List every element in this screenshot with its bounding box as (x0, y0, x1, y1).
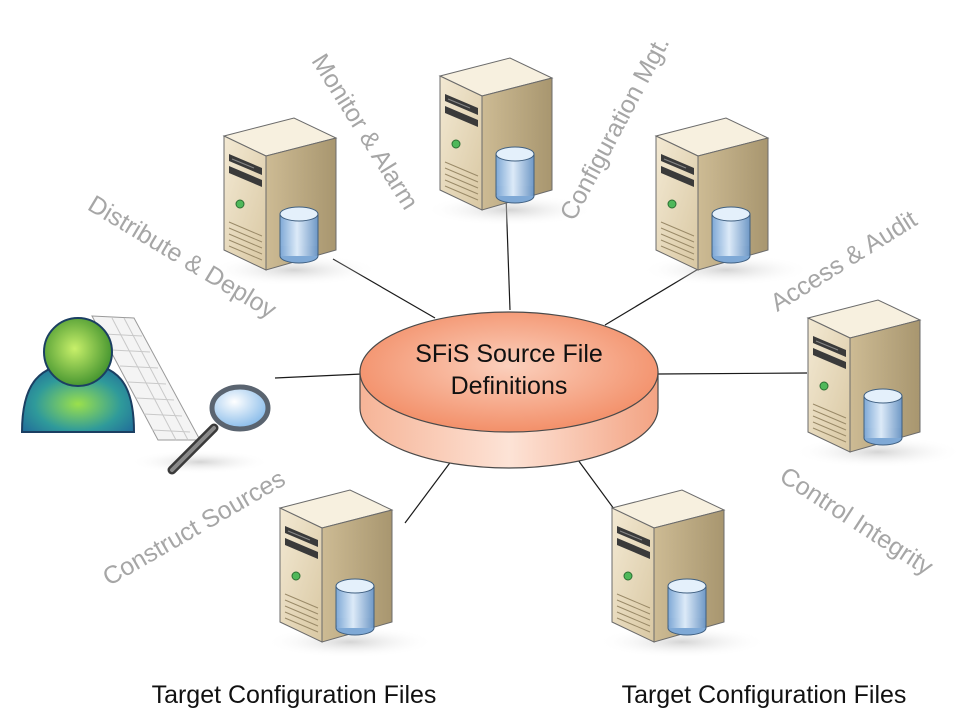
label-target-right: Target Configuration Files (622, 681, 907, 709)
link-user (274, 373, 363, 379)
hub-title-line2: Definitions (451, 372, 568, 400)
link-target-left (404, 455, 456, 524)
server-access-icon (640, 117, 812, 287)
link-control (657, 372, 808, 375)
keyboard-icon (91, 315, 201, 441)
label-target-left: Target Configuration Files (152, 681, 437, 709)
server-monitor-icon (208, 117, 380, 287)
label-control-integrity: Control Integrity (775, 461, 939, 581)
user-icon (20, 317, 136, 433)
server-target-right-icon (596, 489, 768, 659)
server-target-left-icon (264, 489, 436, 659)
hub-disk: SFiS Source File Definitions (359, 311, 659, 469)
server-control-icon (792, 299, 964, 469)
magnifier-icon (167, 384, 271, 475)
label-construct-sources: Construct Sources (98, 465, 290, 592)
user-workstation (20, 315, 271, 475)
hub-title-line1: SFiS Source File (415, 340, 603, 368)
